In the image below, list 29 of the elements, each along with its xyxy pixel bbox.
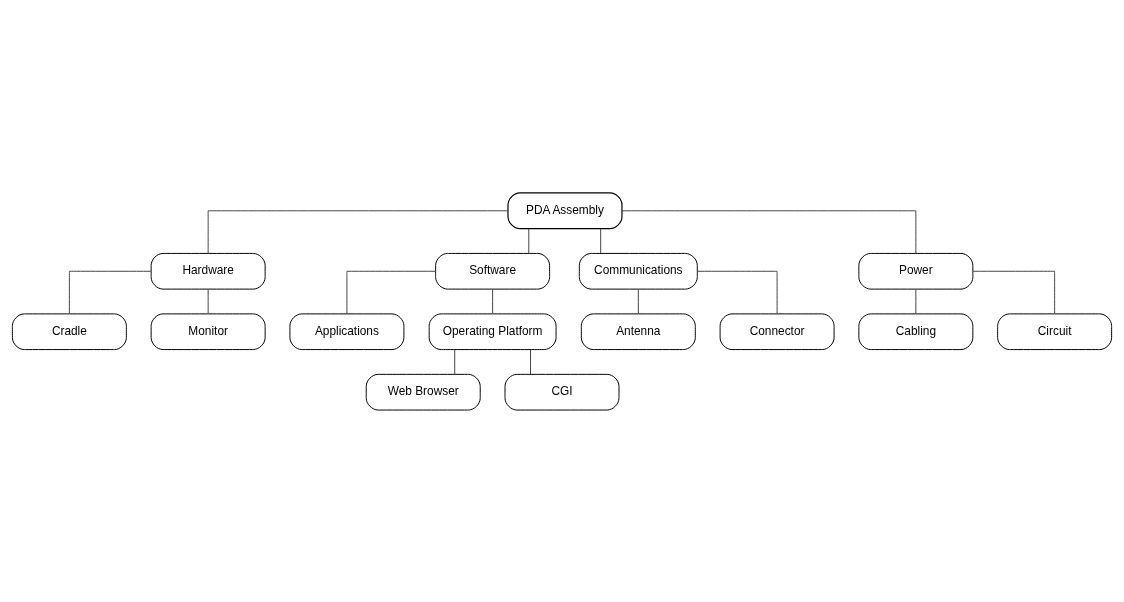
connector — [972, 270, 1056, 314]
node-box: Monitor — [150, 312, 266, 350]
node-box: Cradle — [11, 312, 127, 350]
connector — [207, 288, 209, 314]
node-box: Web Browser — [365, 373, 481, 411]
connector — [530, 348, 532, 375]
node-box: Circuit — [997, 312, 1113, 350]
node-box: Cabling — [858, 312, 974, 350]
node-box: Software — [435, 252, 551, 290]
node-box: Hardware — [150, 252, 266, 290]
connector — [207, 209, 509, 254]
connector — [68, 270, 152, 314]
connector — [697, 270, 778, 314]
node-box: Antenna — [580, 312, 696, 350]
connector — [454, 348, 456, 375]
node-box: Applications — [289, 312, 405, 350]
connector — [600, 227, 602, 254]
node-box: CGI — [504, 373, 620, 411]
connector — [528, 227, 530, 254]
connector — [492, 288, 494, 314]
node-box: Operating Platform — [428, 312, 557, 350]
node-box: Connector — [719, 312, 835, 350]
connector — [621, 209, 917, 254]
connector — [346, 270, 436, 314]
node-box: PDA Assembly — [507, 191, 623, 229]
connector — [637, 288, 639, 314]
node-box: Communications — [578, 252, 698, 290]
node-box: Power — [858, 252, 974, 290]
connector — [915, 288, 917, 314]
